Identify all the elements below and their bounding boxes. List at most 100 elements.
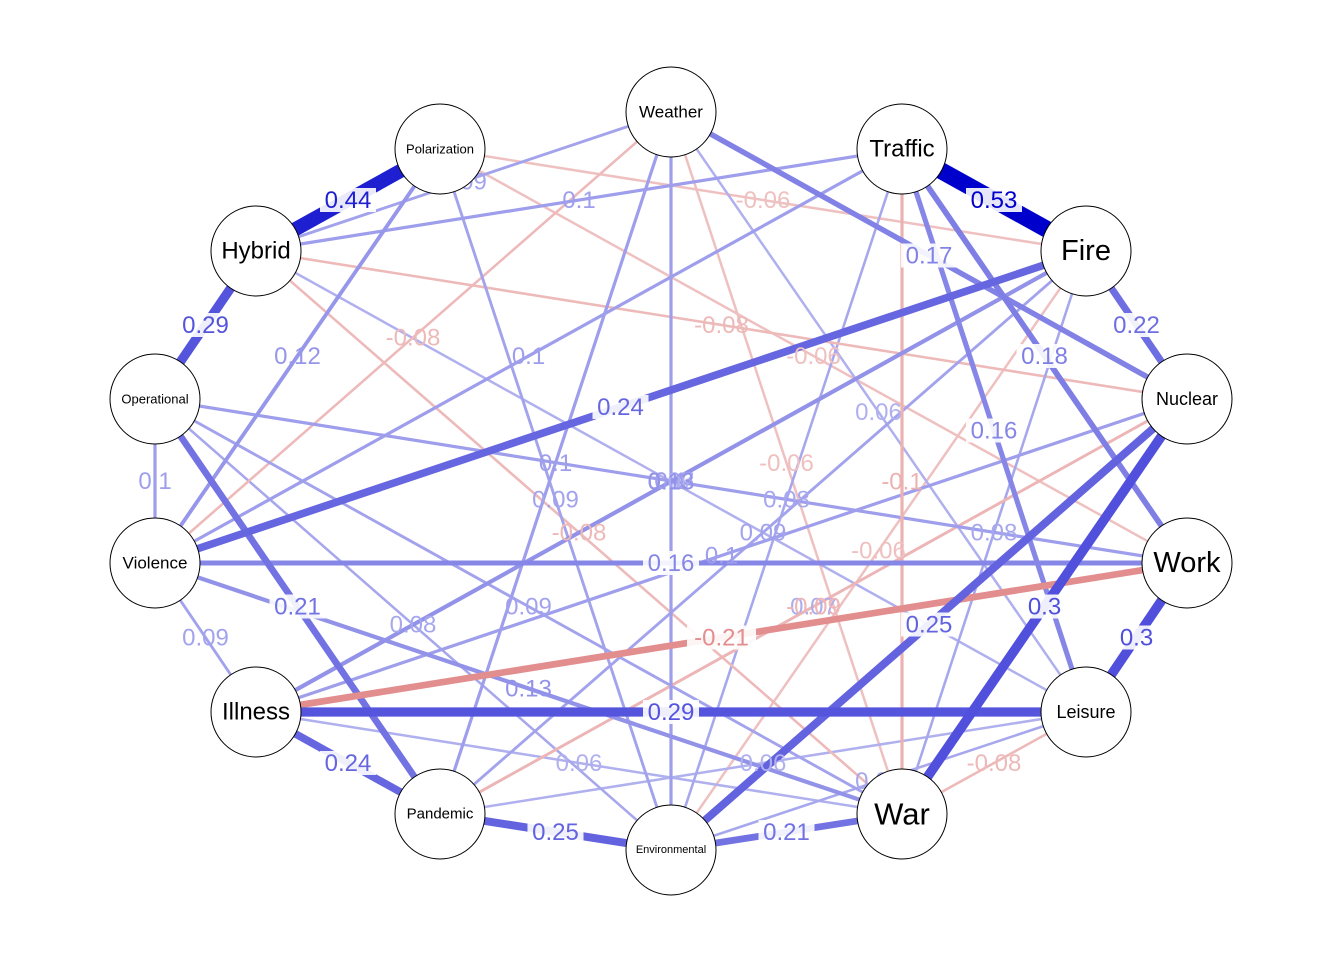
node-circle-fire bbox=[1040, 205, 1132, 297]
edge-label-bg-environmental-war bbox=[758, 820, 815, 844]
node-label-leisure: Leisure bbox=[1056, 702, 1115, 722]
node-circle-traffic bbox=[856, 103, 948, 195]
node-label-weather: Weather bbox=[639, 103, 703, 122]
edge-label-operational-war: 0.09 bbox=[505, 594, 552, 621]
edge-label-polarization-environmental: 0.09 bbox=[532, 487, 579, 514]
edge-label-bg-work-illness bbox=[687, 625, 756, 650]
edge-label-bg-illness-pandemic bbox=[320, 751, 376, 775]
edge-traffic-violence bbox=[154, 147, 903, 565]
edge-polarization-fire bbox=[439, 147, 1087, 253]
edge-label-fire-illness: 0.13 bbox=[648, 469, 695, 496]
edge-label-traffic-violence: 0.1 bbox=[512, 343, 545, 370]
node-violence: Violence bbox=[109, 517, 201, 609]
node-label-nuclear: Nuclear bbox=[1156, 389, 1218, 409]
node-label-environmental: Environmental bbox=[636, 844, 706, 856]
edge-label-nuclear-environmental: 0.25 bbox=[906, 612, 953, 639]
edge-pandemic-fire bbox=[439, 249, 1087, 816]
node-label-illness: Illness bbox=[222, 699, 290, 726]
node-circle-nuclear bbox=[1141, 353, 1233, 445]
edge-label-polarization-work: -0.06 bbox=[786, 343, 841, 370]
node-operational: Operational bbox=[109, 353, 201, 445]
edge-label-pandemic-fire: 0.09 bbox=[740, 520, 787, 547]
edge-label-hybrid-operational: 0.29 bbox=[182, 312, 229, 339]
edge-violence-weather bbox=[154, 111, 672, 564]
edge-label-bg-illness-leisure bbox=[643, 700, 699, 724]
node-nuclear: Nuclear bbox=[1141, 353, 1233, 445]
node-circle-weather bbox=[625, 66, 717, 158]
edge-label-fire-war: 0.08 bbox=[971, 520, 1018, 547]
edge-label-violence-illness: 0.09 bbox=[182, 625, 229, 652]
edge-label-violence-weather: -0.08 bbox=[386, 325, 441, 352]
edge-label-work-illness: -0.21 bbox=[694, 625, 749, 652]
nodes-layer: WeatherTrafficFireNuclearWorkLeisureWarE… bbox=[109, 66, 1233, 896]
edge-label-hybrid-war: -0.08 bbox=[552, 520, 607, 547]
node-circle-polarization bbox=[394, 103, 486, 195]
edge-label-bg-fire-nuclear bbox=[1108, 313, 1165, 337]
edge-label-illness-war: 0.06 bbox=[556, 750, 603, 777]
edge-label-fire-nuclear: 0.22 bbox=[1113, 312, 1160, 339]
edge-label-weather-environmental: 0.1 bbox=[654, 468, 687, 495]
edge-label-bg-fire-violence bbox=[592, 395, 649, 419]
edge-label-weather-nuclear: 0.17 bbox=[906, 243, 953, 270]
edge-label-bg-traffic-fire bbox=[966, 188, 1022, 212]
edge-label-work-operational: 0.1 bbox=[654, 468, 687, 495]
edge-label-traffic-environmental: 0.08 bbox=[763, 487, 810, 514]
edge-label-operational-violence: 0.1 bbox=[138, 468, 171, 495]
edge-label-bg-weather-nuclear bbox=[901, 243, 957, 268]
node-label-hybrid: Hybrid bbox=[221, 238, 290, 265]
edge-label-bg-operational-pandemic bbox=[269, 594, 326, 619]
node-circle-environmental bbox=[625, 804, 717, 896]
node-circle-war bbox=[856, 768, 948, 860]
edge-label-operational-pandemic: 0.21 bbox=[274, 594, 321, 621]
edge-label-work-leisure: 0.3 bbox=[1120, 625, 1153, 652]
node-war: War bbox=[856, 768, 948, 860]
edge-label-leisure-war: -0.08 bbox=[967, 750, 1022, 777]
edge-nuclear-illness bbox=[255, 397, 1188, 714]
node-circle-leisure bbox=[1040, 666, 1132, 758]
edge-label-nuclear-illness: 0.1 bbox=[705, 543, 738, 570]
edge-label-weather-war: -0.06 bbox=[759, 450, 814, 477]
edge-label-weather-pandemic: 0.1 bbox=[539, 450, 572, 477]
edge-label-polarization-fire: -0.06 bbox=[736, 187, 791, 214]
node-circle-work bbox=[1141, 517, 1233, 609]
edge-label-pandemic-environmental: 0.25 bbox=[532, 819, 579, 846]
edge-label-illness-pandemic: 0.24 bbox=[325, 750, 372, 777]
node-label-polarization: Polarization bbox=[406, 142, 474, 157]
node-circle-pandemic bbox=[394, 768, 486, 860]
node-label-pandemic: Pandemic bbox=[407, 806, 474, 823]
edge-pandemic-nuclear bbox=[439, 397, 1188, 816]
edge-label-weather-leisure: 0.06 bbox=[855, 399, 902, 426]
edge-hybrid-traffic bbox=[255, 147, 903, 253]
node-label-war: War bbox=[874, 797, 930, 832]
edge-label-bg-hybrid-operational bbox=[177, 313, 234, 337]
node-illness: Illness bbox=[210, 666, 302, 758]
edge-label-bg-nuclear-environmental bbox=[901, 612, 957, 637]
node-label-operational: Operational bbox=[121, 392, 188, 407]
edge-label-pandemic-nuclear: -0.09 bbox=[786, 594, 841, 621]
node-label-traffic: Traffic bbox=[869, 136, 934, 163]
edge-label-bg-pandemic-environmental bbox=[527, 820, 584, 844]
edge-label-nuclear-pandemic: 0.07 bbox=[790, 594, 837, 621]
edge-label-operational-work: 0.07 bbox=[648, 468, 695, 495]
edge-label-environmental-fire: -0.06 bbox=[851, 538, 906, 565]
edge-label-traffic-work: 0.18 bbox=[1021, 343, 1068, 370]
node-environmental: Environmental bbox=[625, 804, 717, 896]
edge-operational-war bbox=[154, 397, 903, 816]
node-traffic: Traffic bbox=[856, 103, 948, 195]
node-pandemic: Pandemic bbox=[394, 768, 486, 860]
node-leisure: Leisure bbox=[1040, 666, 1132, 758]
node-work: Work bbox=[1141, 517, 1233, 609]
edge-label-pandemic-leisure: 0.06 bbox=[740, 750, 787, 777]
edge-hybrid-nuclear bbox=[255, 249, 1188, 401]
edge-label-bg-traffic-work bbox=[1016, 344, 1073, 368]
edge-label-nuclear-war: 0.3 bbox=[1028, 594, 1061, 621]
node-label-violence: Violence bbox=[123, 554, 188, 573]
node-weather: Weather bbox=[625, 66, 717, 158]
edge-label-illness-leisure: 0.29 bbox=[648, 699, 695, 726]
edge-label-traffic-leisure: 0.16 bbox=[971, 418, 1018, 445]
edge-illness-war bbox=[255, 710, 903, 816]
edge-weather-leisure bbox=[669, 111, 1088, 713]
edge-label-hybrid-traffic: 0.1 bbox=[562, 187, 595, 214]
